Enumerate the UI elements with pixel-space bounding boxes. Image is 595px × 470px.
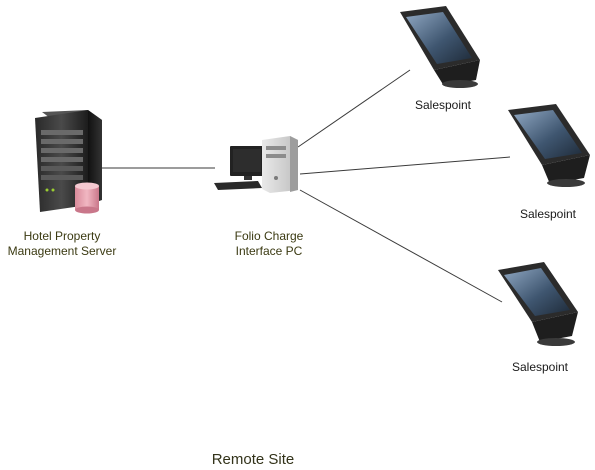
pos-terminal-icon [400, 6, 480, 88]
server-label-line1: Hotel Property [23, 229, 101, 243]
pos-terminal-icon [508, 104, 590, 187]
interface-pc-label-line1: Folio Charge [234, 229, 304, 243]
interface-pc-label: Folio Charge Interface PC [222, 229, 316, 259]
link-pc-to-salespoint-1 [297, 69, 411, 148]
desktop-pc-icon [214, 136, 298, 193]
pos-terminal-icon [498, 262, 578, 346]
salespoint-label-2: Salespoint [519, 207, 577, 221]
server-icon [35, 110, 102, 212]
server-label-line2: Management Server [7, 244, 117, 258]
salespoint-label-3: Salespoint [511, 360, 569, 374]
link-pc-to-salespoint-3 [299, 189, 503, 303]
interface-pc-label-line2: Interface PC [235, 244, 303, 258]
database-icon [75, 182, 99, 214]
server-label: Hotel Property Management Server [0, 229, 124, 259]
remote-site-label: Remote Site [211, 451, 295, 468]
link-pc-to-salespoint-2 [299, 156, 511, 175]
salespoint-label-1: Salespoint [414, 98, 472, 112]
